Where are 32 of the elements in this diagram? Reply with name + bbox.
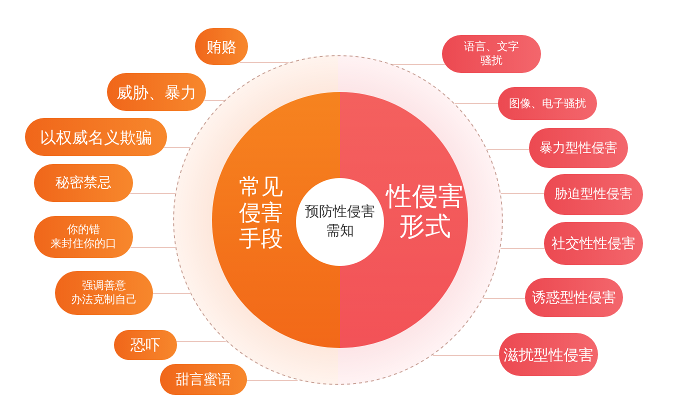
pill-label: 滋扰型性侵害 xyxy=(499,333,598,376)
pill-label: 暴力型性侵害 xyxy=(529,128,628,168)
connector-line xyxy=(432,355,500,356)
connector-line xyxy=(152,293,191,294)
connector-line xyxy=(239,62,291,63)
connector-line xyxy=(486,149,530,150)
pill-label: 威胁、暴力 xyxy=(107,73,206,111)
connector-line xyxy=(130,193,176,194)
connector-line xyxy=(482,298,526,299)
pill-label: 你的错来封住你的口 xyxy=(34,216,133,258)
pill-label: 贿赂 xyxy=(195,28,248,65)
pill-label: 甜言蜜语 xyxy=(160,364,247,395)
pill-label: 秘密禁忌 xyxy=(34,164,133,202)
section-title: 常见侵害手段 xyxy=(238,175,284,253)
pill-label: 胁迫型性侵害 xyxy=(544,174,643,215)
connector-line xyxy=(500,248,545,249)
connector-line xyxy=(246,380,298,381)
pill-label: 社交性性侵害 xyxy=(544,222,643,265)
pill-label: 语言、文字骚扰 xyxy=(442,35,541,73)
section-title: 性侵害形式 xyxy=(385,182,465,242)
connector-line xyxy=(204,100,226,101)
pill-label: 恐吓 xyxy=(114,330,177,360)
connector-line xyxy=(454,103,498,104)
connector-line xyxy=(500,193,545,194)
pill-label: 诱惑型性侵害 xyxy=(525,278,623,317)
connector-line xyxy=(391,64,446,65)
connector-line xyxy=(164,147,191,148)
connector-line xyxy=(130,247,176,248)
connector-line xyxy=(176,341,226,342)
pill-label: 图像、电子骚扰 xyxy=(498,87,597,120)
pill-label: 强调善意办法克制自己 xyxy=(55,271,153,315)
pill-label: 以权威名义欺骗 xyxy=(25,118,167,156)
